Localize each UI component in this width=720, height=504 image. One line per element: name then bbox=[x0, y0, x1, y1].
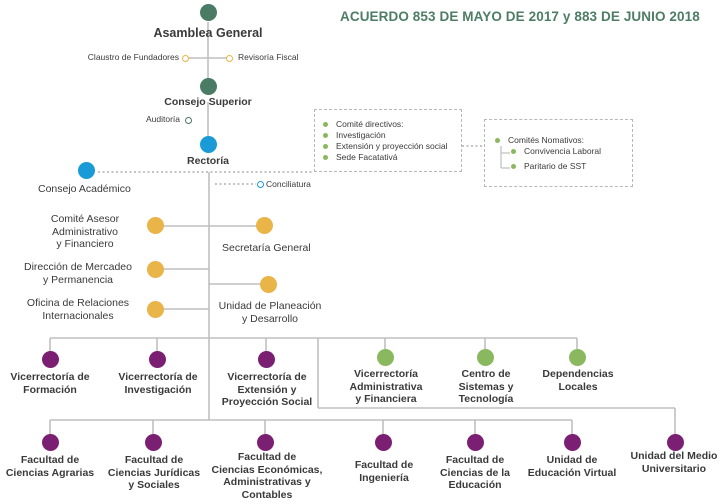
revisoria-ring bbox=[226, 55, 233, 62]
comites-normativos-box: Comités Nomativos: Convivencia Laboral P… bbox=[484, 119, 633, 187]
auditoria-ring bbox=[185, 117, 192, 124]
vicerrectoria-formacion-node[interactable] bbox=[42, 351, 59, 368]
consejo-academico-label: Consejo Académico bbox=[38, 183, 131, 195]
secretaria-label: Secretaría General bbox=[222, 242, 311, 254]
centro-sistemas-node[interactable] bbox=[477, 349, 494, 366]
revisoria-label: Revisoría Fiscal bbox=[238, 52, 299, 62]
secretaria-node[interactable] bbox=[256, 217, 273, 234]
facultad-agrarias-node[interactable] bbox=[42, 434, 59, 451]
asamblea-label: Asamblea General bbox=[153, 26, 263, 40]
facultad-ingenieria-node[interactable] bbox=[375, 434, 392, 451]
comites-directivos-box: Comité directivos: Investigación Extensi… bbox=[314, 109, 462, 172]
unidad-educacion-virtual-node[interactable] bbox=[564, 434, 581, 451]
facultad-juridicas-node[interactable] bbox=[145, 434, 162, 451]
dependencias-locales-node[interactable] bbox=[569, 349, 586, 366]
chart-title: ACUERDO 853 DE MAYO DE 2017 y 883 DE JUN… bbox=[340, 9, 700, 24]
vicerrectoria-investigacion-node[interactable] bbox=[149, 351, 166, 368]
direccion-mercadeo-label: Dirección de Mercadeo y Permanencia bbox=[24, 261, 132, 286]
direccion-mercadeo-node[interactable] bbox=[147, 261, 164, 278]
auditoria-label: Auditoría bbox=[145, 114, 180, 124]
comite-asesor-node[interactable] bbox=[147, 217, 164, 234]
consejo-superior-label: Consejo Superior bbox=[164, 96, 252, 108]
conciliatura-label: Conciliatura bbox=[266, 179, 311, 189]
rectoria-label: Rectoría bbox=[186, 155, 229, 167]
vicerrectoria-extension-node[interactable] bbox=[258, 351, 275, 368]
rectoria-node[interactable] bbox=[200, 136, 217, 153]
comite-investigacion: Investigación bbox=[323, 130, 463, 141]
comites-directivos-title: Comité directivos: bbox=[323, 119, 463, 130]
consejo-academico-node[interactable] bbox=[78, 162, 95, 179]
asamblea-node[interactable] bbox=[200, 4, 217, 21]
claustro-label: Claustro de Fundadores bbox=[87, 52, 179, 62]
unidad-planeacion-node[interactable] bbox=[260, 276, 277, 293]
conciliatura-ring bbox=[257, 181, 264, 188]
unidad-planeacion-label: Unidad de Planeación y Desarrollo bbox=[218, 300, 322, 325]
oficina-relaciones-label: Oficina de Relaciones Internacionales bbox=[26, 297, 130, 322]
comite-paritario: Paritario de SST bbox=[511, 161, 630, 172]
comite-extension: Extensión y proyección social bbox=[323, 141, 463, 152]
comite-convivencia: Convivencia Laboral bbox=[511, 146, 630, 157]
consejo-superior-node[interactable] bbox=[200, 78, 217, 95]
facultad-educacion-node[interactable] bbox=[467, 434, 484, 451]
comite-sede: Sede Facatativá bbox=[323, 152, 463, 163]
vicerrectoria-administrativa-node[interactable] bbox=[377, 349, 394, 366]
claustro-ring bbox=[182, 55, 189, 62]
oficina-relaciones-node[interactable] bbox=[147, 301, 164, 318]
comites-normativos-title: Comités Nomativos: bbox=[495, 135, 630, 146]
unidad-medio-universitario-node[interactable] bbox=[667, 434, 684, 451]
facultad-economicas-node[interactable] bbox=[257, 434, 274, 451]
comite-asesor-label: Comité Asesor Administrativo y Financier… bbox=[50, 213, 120, 250]
